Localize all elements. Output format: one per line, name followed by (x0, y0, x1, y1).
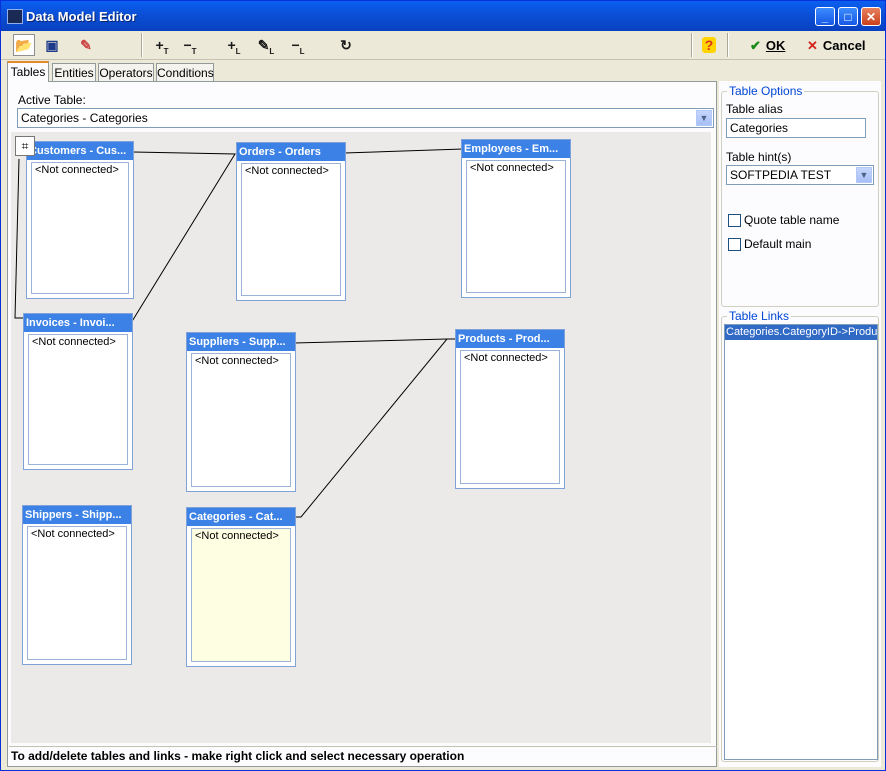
toolbar: 📂 ▣ ✎ +T −T +L ✎L −L ↻ ? ✔ OK ✕ Cancel (1, 31, 885, 60)
quote-table-name-checkbox[interactable] (728, 214, 741, 227)
link-line (294, 338, 457, 518)
table-card-customers[interactable]: Customers - Cus... <Not connected> (26, 141, 134, 299)
chevron-down-icon[interactable]: ▼ (856, 167, 872, 183)
app-icon (7, 9, 23, 24)
table-card-fields: <Not connected> (28, 334, 128, 465)
minimize-button[interactable]: _ (815, 7, 835, 26)
table-card-title: Employees - Em... (462, 140, 570, 158)
table-alias-label: Table alias (726, 102, 783, 116)
table-card-fields: <Not connected> (31, 162, 129, 294)
status-bar: To add/delete tables and links - make ri… (9, 746, 717, 765)
table-hint-label: Table hint(s) (726, 150, 792, 164)
link-line (343, 148, 464, 154)
table-card-title: Customers - Cus... (27, 142, 133, 160)
table-links-group: Table Links Categories.CategoryID->Produ… (721, 309, 879, 762)
link-lines (14, 148, 464, 518)
table-links-list[interactable]: Categories.CategoryID->Products.Category… (724, 324, 878, 760)
save-icon[interactable]: ▣ (45, 37, 59, 53)
ok-button[interactable]: ✔ OK (750, 35, 785, 57)
table-card-fields: <Not connected> (466, 160, 566, 293)
table-card-title: Invoices - Invoi... (24, 314, 132, 332)
link-line (14, 158, 23, 319)
add-table-icon[interactable]: +T (155, 37, 169, 56)
maximize-button[interactable]: □ (838, 7, 858, 26)
table-hint-value: SOFTPEDIA TEST (730, 168, 832, 182)
table-card-fields: <Not connected> (191, 353, 291, 487)
table-card-fields: <Not connected> (460, 350, 560, 484)
link-line (293, 338, 448, 344)
active-table-label: Active Table: (18, 93, 86, 107)
table-card-title: Products - Prod... (456, 330, 564, 348)
table-card-invoices[interactable]: Invoices - Invoi... <Not connected> (23, 313, 133, 470)
list-item[interactable]: Categories.CategoryID->Products.Category… (725, 325, 878, 340)
tab-entities[interactable]: Entities (52, 63, 96, 81)
table-card-fields: <Not connected> (27, 526, 127, 660)
refresh-icon[interactable]: ↻ (340, 37, 352, 53)
table-card-employees[interactable]: Employees - Em... <Not connected> (461, 139, 571, 298)
close-button[interactable]: ✕ (861, 7, 881, 26)
tab-conditions[interactable]: Conditions (156, 63, 214, 81)
quote-table-name-label: Quote table name (744, 213, 840, 227)
table-options-title: Table Options (727, 84, 805, 98)
window-title: Data Model Editor (26, 9, 137, 24)
delete-link-icon[interactable]: −L (291, 37, 305, 56)
table-card-shippers[interactable]: Shippers - Shipp... <Not connected> (22, 505, 132, 665)
cancel-button[interactable]: ✕ Cancel (807, 35, 866, 57)
table-card-fields: <Not connected> (191, 528, 291, 662)
table-card-categories[interactable]: Categories - Cat... <Not connected> (186, 507, 296, 667)
table-card-suppliers[interactable]: Suppliers - Supp... <Not connected> (186, 332, 296, 492)
table-card-title: Orders - Orders (237, 143, 345, 161)
table-card-title: Shippers - Shipp... (23, 506, 131, 524)
link-line (130, 151, 236, 324)
help-icon[interactable]: ? (698, 34, 720, 56)
table-options-group: Table Options Table alias Categories Tab… (721, 84, 879, 307)
delete-table-icon[interactable]: −T (183, 37, 197, 56)
table-card-orders[interactable]: Orders - Orders <Not connected> (236, 142, 346, 301)
table-card-fields: <Not connected> (241, 163, 341, 296)
table-links-title: Table Links (727, 309, 792, 323)
active-table-select[interactable]: Categories - Categories ▼ (17, 108, 714, 128)
cancel-label: Cancel (822, 38, 866, 53)
checkmark-icon: ✔ (750, 38, 761, 53)
diagram-canvas[interactable]: Customers - Cus... <Not connected> Order… (11, 132, 711, 743)
edit-link-icon[interactable]: ✎L (257, 37, 275, 56)
toolbar-separator (691, 33, 693, 57)
tables-tab-panel: Active Table: Categories - Categories ▼ … (7, 81, 717, 767)
default-main-checkbox[interactable] (728, 238, 741, 251)
tab-tables[interactable]: Tables (7, 61, 49, 82)
fit-to-window-icon[interactable]: ⌗ (15, 136, 35, 156)
add-link-icon[interactable]: +L (227, 37, 241, 56)
cross-icon: ✕ (807, 38, 818, 53)
table-alias-input[interactable]: Categories (726, 118, 866, 138)
clear-brush-icon[interactable]: ✎ (80, 37, 92, 53)
table-card-products[interactable]: Products - Prod... <Not connected> (455, 329, 565, 489)
toolbar-separator (141, 33, 143, 57)
table-card-title: Categories - Cat... (187, 508, 295, 526)
tab-operators[interactable]: Operators (98, 63, 154, 81)
ok-label: OK (765, 38, 786, 53)
default-main-label: Default main (744, 237, 812, 251)
table-hint-select[interactable]: SOFTPEDIA TEST ▼ (726, 165, 874, 185)
table-card-title: Suppliers - Supp... (187, 333, 295, 351)
active-table-value: Categories - Categories (21, 111, 148, 125)
open-folder-icon[interactable]: 📂 (13, 34, 35, 56)
options-panel: Table Options Table alias Categories Tab… (719, 81, 881, 767)
chevron-down-icon[interactable]: ▼ (696, 110, 712, 126)
title-bar[interactable]: Data Model Editor _ □ ✕ (1, 1, 885, 31)
toolbar-separator (727, 33, 729, 57)
